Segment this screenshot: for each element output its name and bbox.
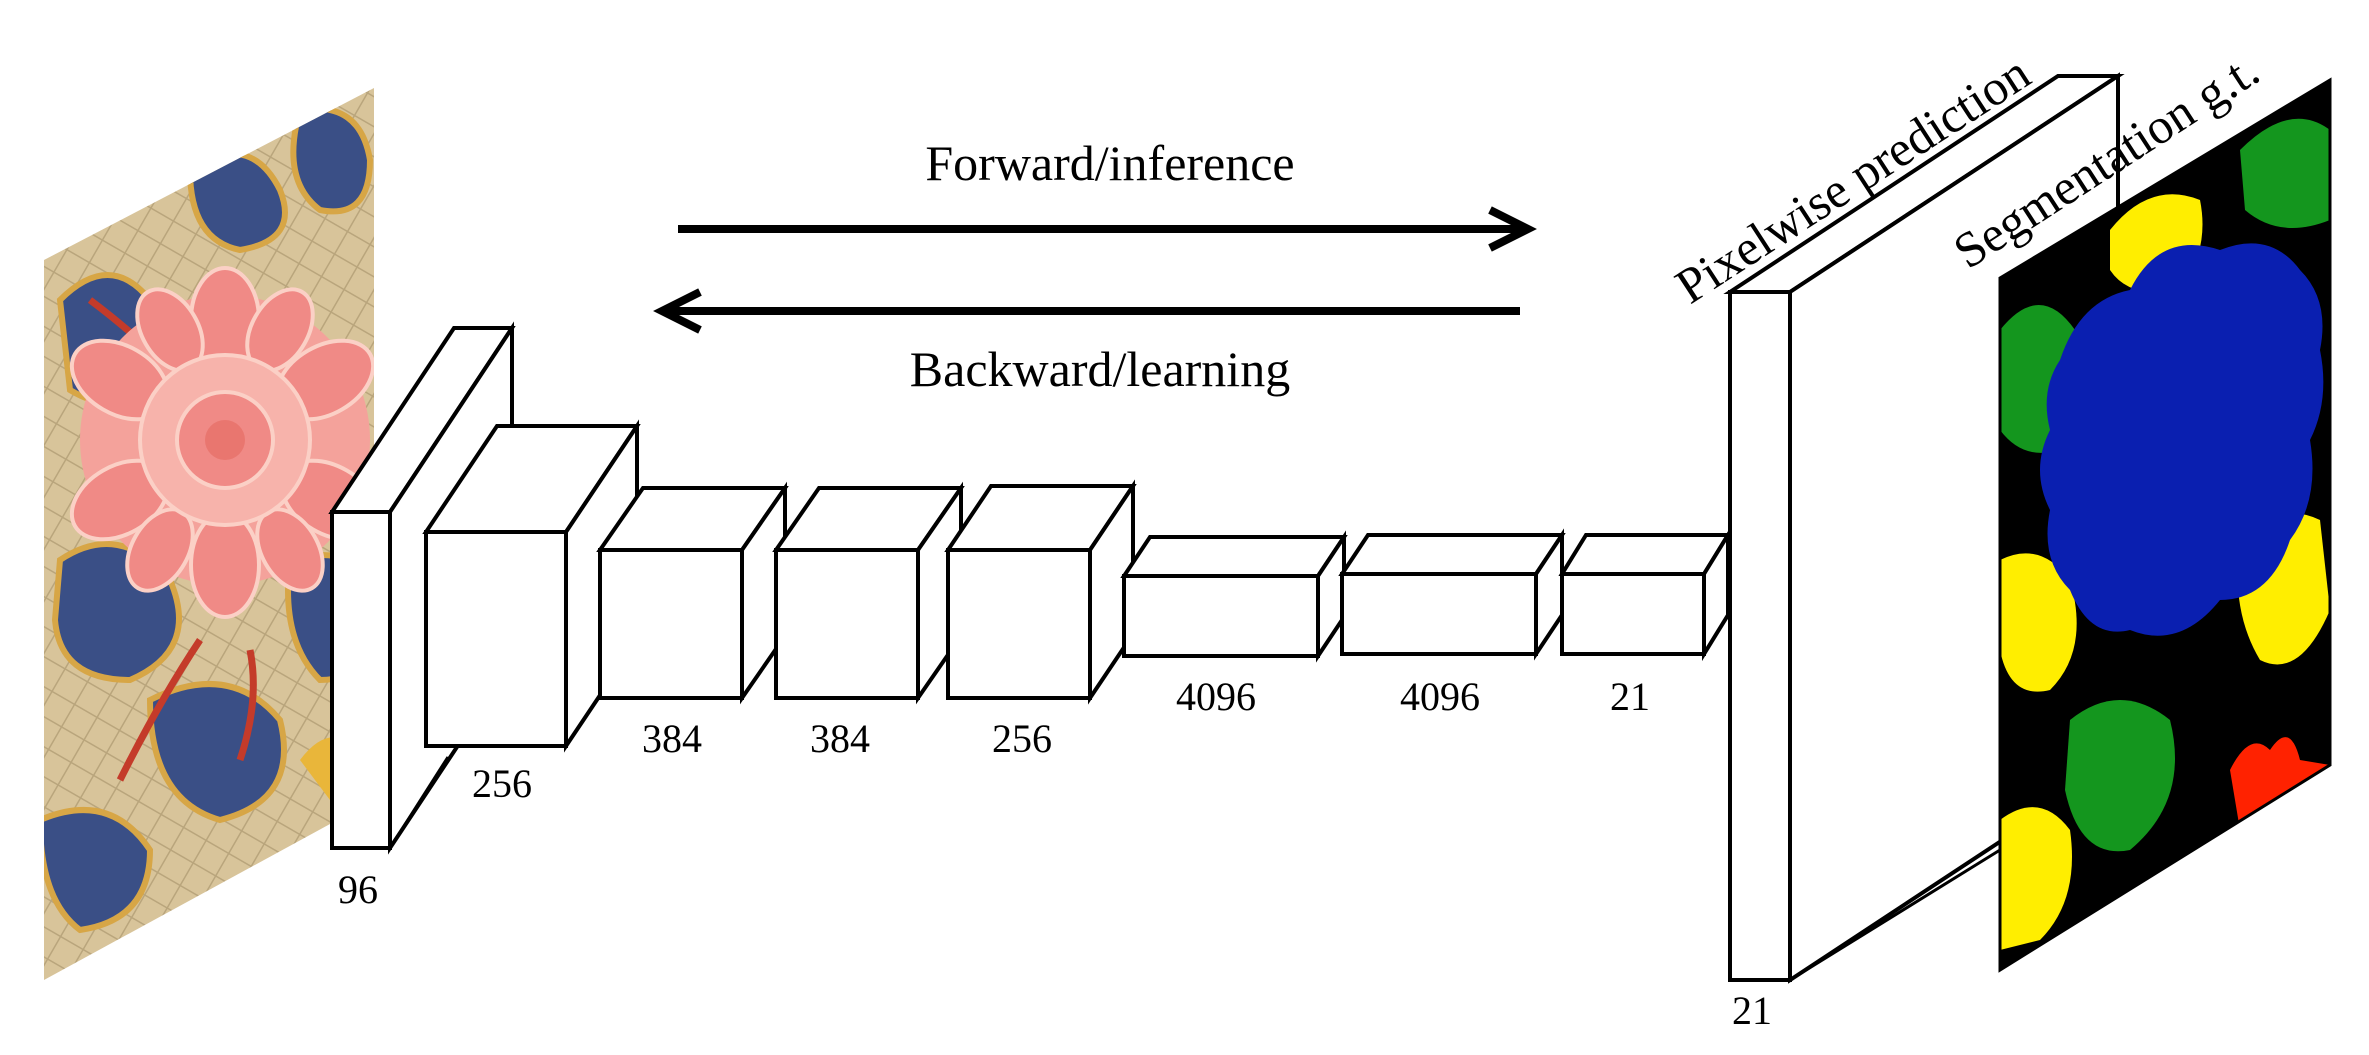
layer-3-channels: 384 [642,716,702,761]
layer-7-channels: 4096 [1400,674,1480,719]
layer-4-channels: 384 [810,716,870,761]
gt-blue-flower-region [2040,243,2324,636]
layer-3-block [596,481,789,705]
layer-5-block [944,479,1137,705]
layer-7-block [1338,528,1566,661]
layer-5-channels: 256 [992,716,1052,761]
layer-6-channels: 4096 [1176,674,1256,719]
forward-inference-label: Forward/inference [925,135,1294,191]
backward-learning-label: Backward/learning [910,341,1290,397]
layer-6-block [1120,530,1348,663]
gt-green-regions [2000,118,2330,852]
layer-2-channels: 256 [472,761,532,806]
input-flower [69,266,374,619]
layer-4-block [772,481,965,705]
layer-8-block [1558,527,1732,662]
input-image [44,88,374,980]
output-channels: 21 [1732,988,1772,1033]
layer-8-channels: 21 [1610,674,1650,719]
backward-arrow [653,288,1520,334]
layer-1-channels: 96 [338,867,378,912]
forward-arrow [678,206,1537,252]
